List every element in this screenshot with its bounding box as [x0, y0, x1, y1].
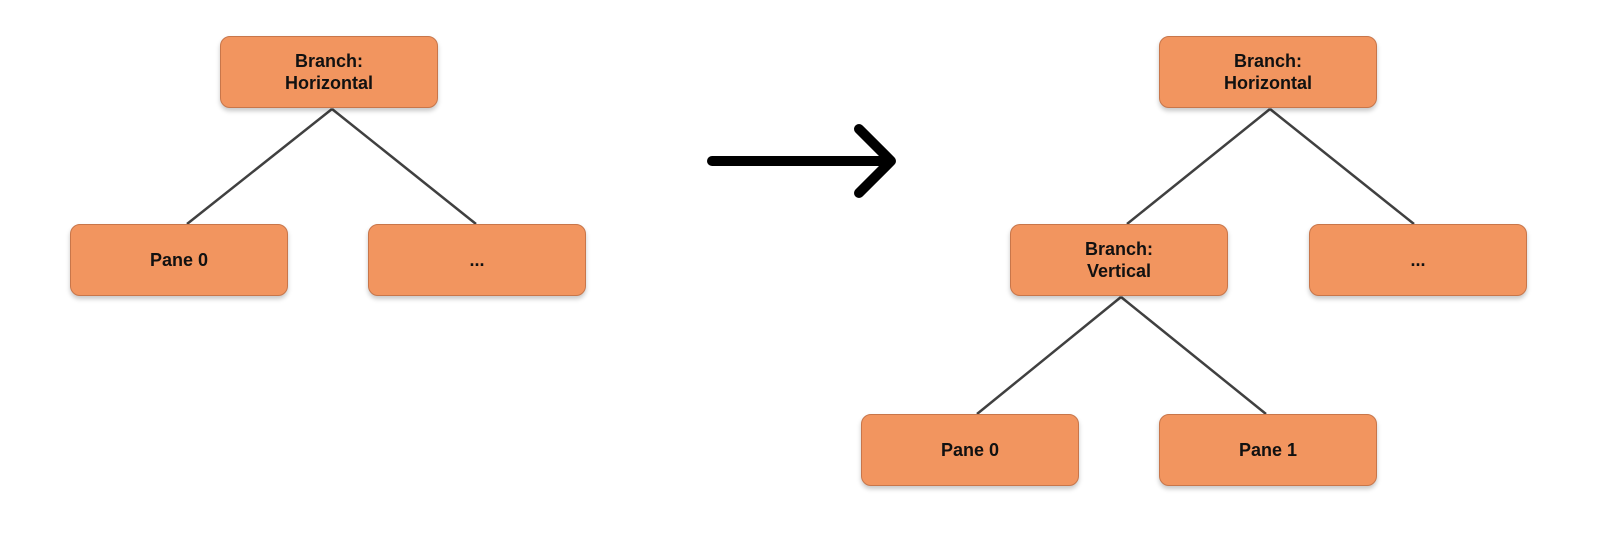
left-pane0-label: Pane 0 [149, 250, 209, 270]
right-vertical-branch-node: Branch: Vertical [1010, 224, 1228, 296]
left-root-node: Branch: Horizontal [220, 36, 438, 108]
right-pane1-node: Pane 1 [1159, 414, 1377, 486]
edge-left-root-to-more [331, 108, 477, 225]
right-pane0-node: Pane 0 [861, 414, 1079, 486]
edge-left-root-to-pane0 [186, 108, 333, 225]
right-root-label: Branch: Horizontal [1224, 51, 1312, 93]
transition-arrow [707, 124, 896, 198]
right-ellipsis-node: ... [1309, 224, 1527, 296]
left-ellipsis-node: ... [368, 224, 586, 296]
right-pane0-label: Pane 0 [940, 440, 1000, 460]
left-ellipsis-label: ... [469, 250, 485, 270]
right-vertical-branch-label: Branch: Vertical [1084, 239, 1153, 281]
edge-right-root-to-more [1269, 108, 1415, 225]
left-pane0-node: Pane 0 [70, 224, 288, 296]
left-root-label: Branch: Horizontal [285, 51, 373, 93]
edge-right-branch-to-pane1 [1120, 296, 1267, 415]
right-pane1-label: Pane 1 [1238, 440, 1298, 460]
edge-right-root-to-branch [1126, 108, 1271, 225]
right-root-node: Branch: Horizontal [1159, 36, 1377, 108]
edge-right-branch-to-pane0 [976, 296, 1122, 415]
right-ellipsis-label: ... [1410, 250, 1426, 270]
